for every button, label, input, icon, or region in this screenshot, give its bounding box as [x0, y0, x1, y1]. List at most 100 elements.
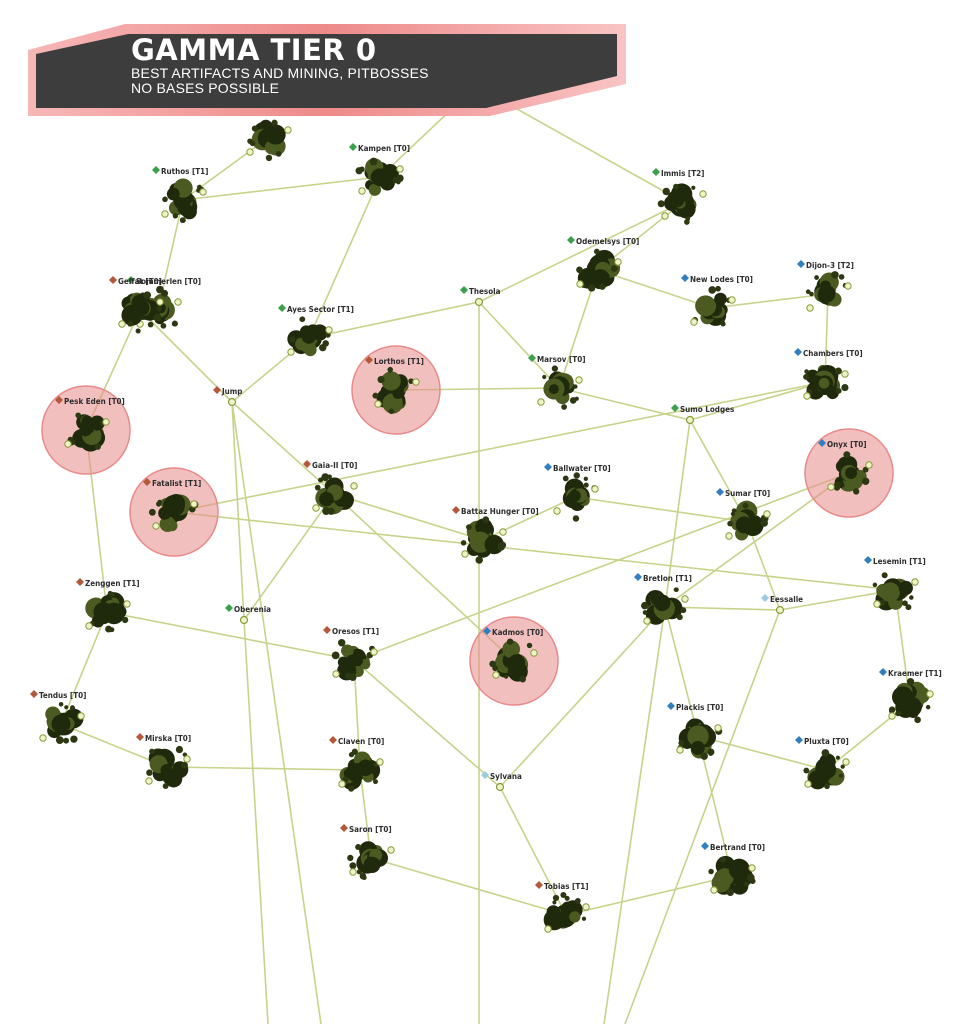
system-dijon[interactable]: Dijon-3 [T2]	[797, 260, 854, 312]
jump-node-icon	[376, 758, 384, 766]
planet-icon	[247, 119, 286, 162]
jump-node-icon	[312, 504, 320, 512]
planet-icon	[347, 841, 389, 881]
jump-node-icon	[643, 617, 651, 625]
planet-icon	[803, 749, 845, 790]
system-sumar[interactable]: Sumar [T0]	[716, 488, 771, 541]
system-lorthos[interactable]: Lorthos [T1]	[365, 356, 424, 415]
route-line	[173, 511, 896, 591]
system-odemelsys[interactable]: Odemelsys [T0]	[567, 236, 639, 292]
system-pluxta[interactable]: Pluxta [T0]	[795, 736, 850, 790]
faction-icon	[671, 404, 679, 412]
planet-icon	[543, 891, 587, 931]
faction-icon	[340, 824, 348, 832]
system-label: New Lodes [T0]	[690, 275, 753, 284]
system-hub2[interactable]: Jump	[213, 386, 242, 407]
system-ayes[interactable]: Ayes Sector [T1]	[278, 304, 354, 357]
system-gaia[interactable]: Gaia-II [T0]	[303, 460, 358, 516]
system-pesk[interactable]: Pesk Eden [T0]	[55, 396, 125, 452]
system-claven[interactable]: Claven [T0]	[329, 736, 384, 792]
jump-node-icon	[387, 846, 395, 854]
system-hub4[interactable]: Oberenia	[225, 604, 271, 625]
system-tobias[interactable]: Tobias [T1]	[535, 881, 590, 933]
jump-node-icon	[190, 500, 198, 508]
faction-icon	[445, 52, 453, 60]
jump-node-icon	[499, 528, 507, 536]
system-fatal[interactable]: Fatalist [T1]	[143, 478, 201, 532]
faction-icon	[481, 771, 489, 779]
banner-line-1: BEST ARTIFACTS AND MINING, PITBOSSES	[131, 65, 429, 81]
jump-node-icon	[576, 280, 584, 288]
system-kampen[interactable]: Kampen [T0]	[349, 143, 410, 196]
route-line	[231, 401, 335, 495]
system-label: Plackis [T0]	[676, 703, 723, 712]
faction-icon	[225, 604, 233, 612]
system-label: Fatalist [T1]	[152, 479, 201, 488]
jump-node-icon	[492, 74, 500, 82]
planet-icon	[872, 572, 914, 611]
faction-icon	[535, 881, 543, 889]
faction-icon	[213, 386, 221, 394]
system-label: Bretlon [T1]	[643, 574, 692, 583]
planet-icon	[641, 587, 687, 625]
faction-icon	[30, 690, 38, 698]
planet-icon	[657, 183, 697, 225]
system-chambers[interactable]: Chambers [T0]	[794, 348, 863, 400]
jump-node-icon	[544, 925, 552, 933]
jump-node-icon	[714, 724, 722, 732]
route-line	[779, 589, 896, 611]
system-onyx[interactable]: Onyx [T0]	[818, 439, 873, 495]
route-line	[243, 619, 269, 1024]
system-plackis[interactable]: Plackis [T0]	[667, 702, 723, 760]
system-kadmos[interactable]: Kadmos [T0]	[483, 627, 543, 683]
jump-node-icon	[873, 600, 881, 608]
system-label: Thesola	[469, 287, 501, 296]
faction-icon	[460, 286, 468, 294]
route-line	[370, 857, 567, 916]
system-topleft[interactable]: Kleinsgoth	[237, 104, 292, 162]
jump-node-icon	[699, 190, 707, 198]
jump-node-icon	[495, 782, 505, 792]
jump-node-icon	[183, 755, 191, 763]
jump-node-icon	[227, 397, 237, 407]
system-hub6[interactable]: Sylvana	[481, 771, 522, 792]
system-label: Kampen [T0]	[358, 144, 410, 153]
route-line	[689, 419, 748, 523]
system-immis[interactable]: Immis [T2]	[652, 168, 707, 225]
system-newlodes[interactable]: New Lodes [T0]	[681, 274, 753, 327]
faction-icon	[329, 736, 337, 744]
jump-node-icon	[161, 210, 169, 218]
faction-icon	[55, 396, 63, 404]
jump-node-icon	[461, 550, 469, 558]
system-battaz[interactable]: Battaz Hunger [T0]	[452, 506, 539, 564]
system-hub1[interactable]: Thesola	[460, 286, 501, 307]
system-ziegler[interactable]: Zenggen [T1]	[76, 578, 140, 633]
planet-icon	[162, 178, 205, 224]
system-hub3[interactable]: Sumo Lodges	[671, 404, 734, 425]
jump-node-icon	[174, 298, 182, 306]
system-mars[interactable]: Marsov [T0]	[528, 354, 586, 410]
system-saron[interactable]: Saron [T0]	[340, 824, 395, 881]
route-line	[597, 269, 713, 309]
jump-node-icon	[865, 461, 873, 469]
system-hub5[interactable]: Eessalle	[761, 594, 803, 615]
system-ballwater[interactable]: Ballwater [T0]	[544, 463, 611, 522]
system-lesemin[interactable]: Lesemin [T1]	[864, 556, 926, 611]
system-label: Gaia-II [T0]	[312, 461, 357, 470]
system-geffat[interactable]: Geffat [T0]	[109, 276, 164, 334]
planet-icon	[888, 678, 931, 724]
system-oresos[interactable]: Oresos [T1]	[323, 626, 379, 681]
system-kraemer[interactable]: Kraemer [T1]	[879, 668, 942, 724]
route-line	[664, 419, 691, 608]
route-line	[353, 659, 501, 788]
system-bertrand[interactable]: Bertrand [T0]	[701, 842, 765, 897]
system-top[interactable]: Yodiwa [T0]	[445, 52, 502, 104]
system-mirska[interactable]: Mirska [T0]	[136, 733, 191, 790]
jump-node-icon	[537, 398, 545, 406]
system-ruthos[interactable]: Ruthos [T1]	[152, 166, 208, 224]
jump-node-icon	[614, 258, 622, 266]
system-tendus[interactable]: Tendus [T0]	[30, 690, 86, 744]
system-brennan[interactable]: Bretlon [T1]	[634, 573, 692, 625]
